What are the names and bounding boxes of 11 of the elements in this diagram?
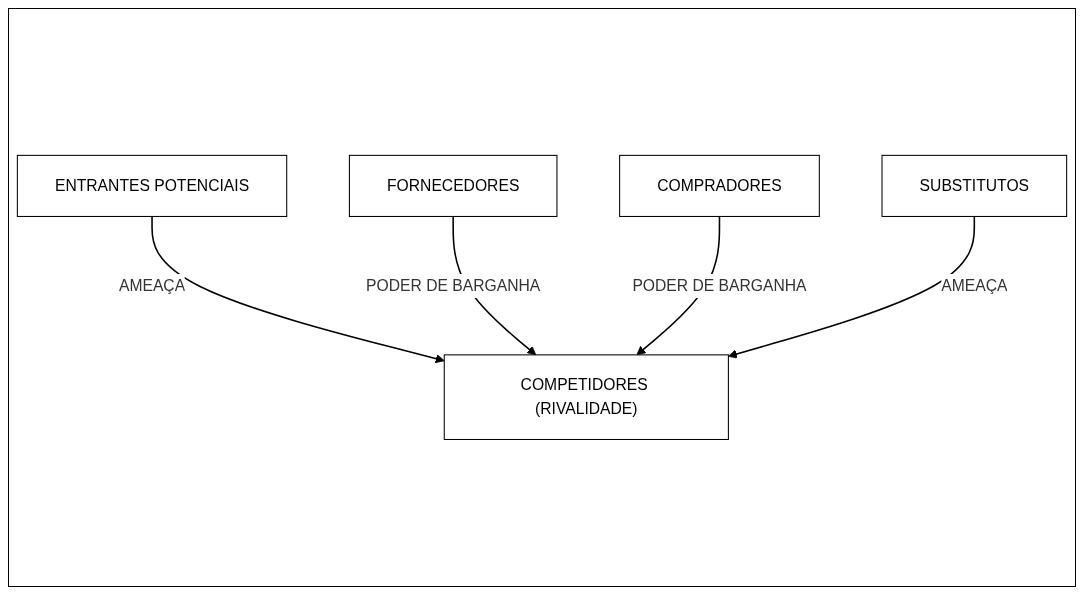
edge-label: AMEAÇA — [941, 276, 1008, 294]
node-box: ENTRANTES POTENCIAIS — [16, 154, 288, 218]
edge-label: PODER DE BARGANHA — [366, 276, 541, 294]
edge-label: AMEAÇA — [118, 276, 186, 294]
node-box: SUBSTITUTOS — [881, 154, 1068, 218]
node-box: FORNECEDORES — [348, 154, 558, 218]
node-box: COMPETIDORES (RIVALIDADE) — [443, 354, 729, 441]
edge-label: PODER DE BARGANHA — [632, 276, 807, 294]
node-box: COMPRADORES — [619, 154, 820, 218]
arrow — [727, 215, 976, 359]
arrow — [151, 215, 445, 364]
